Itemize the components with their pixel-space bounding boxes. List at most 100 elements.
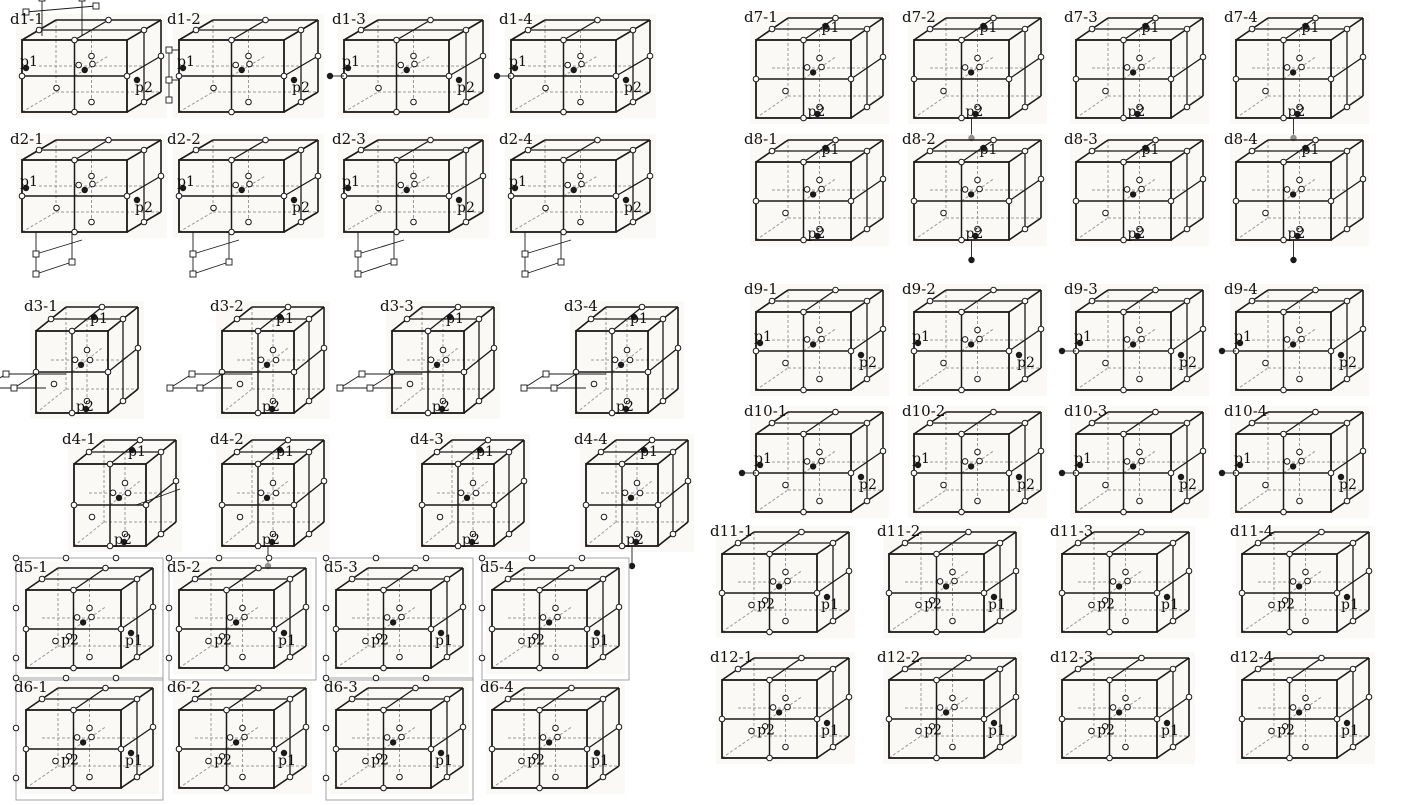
lattice-node: [1103, 482, 1109, 488]
lattice-node: [134, 774, 140, 780]
p2-label: p2: [1097, 722, 1115, 738]
lattice-node: [1287, 677, 1293, 683]
figure-label: d4-4: [574, 430, 608, 448]
lattice-node: [561, 37, 567, 43]
lattice-node: [89, 514, 95, 520]
lattice-node: [349, 576, 355, 582]
figure-label: d2-3: [332, 130, 366, 148]
outer-node: [1059, 470, 1065, 476]
lattice-node: [263, 137, 269, 143]
lattice-node: [120, 316, 126, 322]
lattice-node: [1103, 88, 1109, 94]
lattice-node: [1303, 618, 1309, 624]
lattice-node: [1334, 590, 1340, 596]
p2-label: p2: [135, 200, 153, 216]
center-node-ring: [804, 65, 810, 71]
lattice-node: [543, 205, 549, 211]
lattice-node: [630, 27, 636, 33]
lattice-node: [321, 478, 327, 484]
p1-label: p1: [446, 311, 464, 327]
lattice-node: [298, 219, 304, 225]
p2-label: p2: [114, 532, 132, 548]
lattice-node: [255, 328, 261, 334]
lattice-node: [103, 565, 109, 571]
p2-label: p2: [76, 399, 94, 415]
lattice-node: [817, 498, 823, 504]
lattice-node: [106, 17, 112, 23]
p1-label: p1: [591, 633, 609, 649]
lattice-node: [886, 716, 892, 722]
lattice-node: [1038, 326, 1044, 332]
lattice-node: [333, 746, 339, 752]
lattice-node: [799, 655, 805, 661]
lattice-node: [1297, 177, 1303, 183]
lattice-node: [19, 73, 25, 79]
p2-label: p2: [135, 80, 153, 96]
lattice-node: [71, 665, 77, 671]
figure-label: d1-2: [167, 10, 201, 28]
lattice-node: [1344, 104, 1350, 110]
lattice-node: [616, 724, 622, 730]
lattice-node: [1121, 509, 1127, 515]
lattice-node: [769, 298, 775, 304]
lattice-node: [801, 159, 807, 165]
lattice-node: [1089, 148, 1095, 154]
lattice-node: [1170, 744, 1176, 750]
lattice-node: [846, 568, 852, 574]
figure-label: d6-3: [324, 678, 358, 696]
center-node-ring: [1290, 705, 1296, 711]
lattice-node: [291, 502, 297, 508]
lattice-node: [525, 27, 531, 33]
lattice-node: [376, 85, 382, 91]
lattice-node: [1137, 498, 1143, 504]
lattice-node: [584, 746, 590, 752]
lattice-node: [69, 328, 75, 334]
lattice-node: [753, 348, 759, 354]
lattice-node: [719, 590, 725, 596]
lattice-node: [1344, 226, 1350, 232]
lattice-node: [263, 17, 269, 23]
frame-node: [13, 605, 19, 611]
center-node-ring: [1284, 65, 1290, 71]
lattice-node: [1200, 448, 1206, 454]
lattice-node: [1121, 115, 1127, 121]
lattice-node: [69, 410, 75, 416]
lattice-node: [941, 360, 947, 366]
lattice-node: [491, 345, 497, 351]
lattice-node: [630, 147, 636, 153]
center-node: [1130, 463, 1136, 469]
lattice-node: [122, 480, 128, 486]
lattice-node: [830, 666, 836, 672]
lattice-node: [911, 76, 917, 82]
lattice-node: [975, 327, 981, 333]
cube-figure-d11-2: p1p2d11-2: [877, 522, 1022, 638]
lattice-node: [927, 298, 933, 304]
extension-bottom-grid: [33, 232, 82, 277]
lattice-node: [240, 605, 246, 611]
lattice-node: [176, 73, 182, 79]
cube-figure-d1-1: p1p2d1-1: [10, 0, 167, 118]
lattice-node: [411, 53, 417, 59]
lattice-node: [411, 99, 417, 105]
lattice-node: [298, 27, 304, 33]
lattice-node: [783, 569, 789, 575]
lattice-node: [1089, 602, 1095, 608]
lattice-node: [833, 287, 839, 293]
cube-figure-d1-3: p1p2d1-3: [327, 10, 489, 118]
lattice-node: [246, 219, 252, 225]
outer-node: [327, 73, 333, 79]
p2-label: p2: [527, 632, 545, 648]
lattice-node: [950, 744, 956, 750]
lattice-node: [950, 618, 956, 624]
lattice-node: [1168, 470, 1174, 476]
lattice-node: [927, 26, 933, 32]
center-node: [810, 191, 816, 197]
lattice-node: [785, 704, 791, 710]
lattice-node: [141, 27, 147, 33]
lattice-node: [1059, 716, 1065, 722]
figure-label: d11-3: [1050, 522, 1093, 540]
cube-figure-d9-1: p1p2d9-1: [744, 280, 889, 396]
p2-label: p2: [432, 399, 450, 415]
lattice-node: [1344, 26, 1350, 32]
figure-label: d4-3: [410, 430, 444, 448]
